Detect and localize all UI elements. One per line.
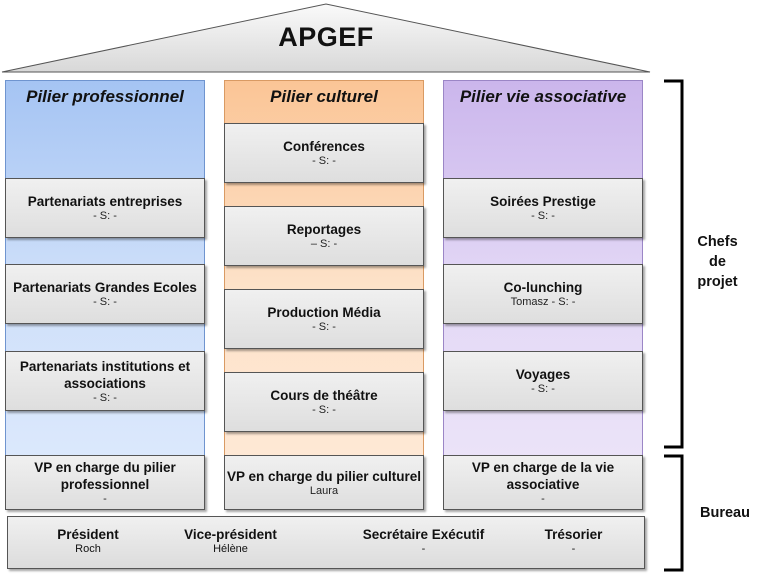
- officer-name: -: [571, 543, 576, 555]
- officer-secretaire: Secrétaire Exécutif -: [346, 526, 501, 556]
- project-box: Reportages – S: -: [224, 206, 424, 266]
- project-sub: Tomasz - S: -: [510, 296, 576, 308]
- officer-president: Président Roch: [38, 526, 138, 556]
- vp-name: -: [541, 493, 545, 505]
- officer-vice-president: Vice-président Hélène: [168, 526, 293, 556]
- project-sub: – S: -: [310, 238, 338, 250]
- project-label: Voyages: [515, 367, 571, 382]
- project-box: Partenariats institutions et association…: [5, 351, 205, 411]
- project-box: Voyages - S: -: [443, 351, 643, 411]
- project-label: Reportages: [286, 222, 362, 237]
- vp-name: Laura: [309, 484, 339, 497]
- project-label: Production Média: [267, 305, 381, 320]
- pillar-title: Pilier vie associative: [459, 87, 627, 106]
- officer-role: Vice-président: [184, 527, 277, 542]
- project-sub: - S: -: [531, 210, 555, 222]
- officer-name: -: [421, 543, 426, 555]
- vp-box: VP en charge de la vie associative -: [443, 455, 643, 510]
- bureau-bar: Président Roch Vice-président Hélène Sec…: [7, 516, 645, 569]
- org-title: APGEF: [278, 22, 374, 52]
- project-box: Co-lunching Tomasz - S: -: [443, 264, 643, 324]
- project-sub: - S: -: [93, 210, 117, 222]
- roof-triangle: [1, 3, 651, 73]
- project-sub: - S: -: [312, 404, 336, 416]
- vp-label: VP en charge du pilier culturel: [226, 468, 422, 484]
- project-box: Conférences - S: -: [224, 123, 424, 183]
- pillar-title: Pilier professionnel: [26, 87, 184, 106]
- project-sub: - S: -: [531, 383, 555, 395]
- project-box: Partenariats Grandes Ecoles - S: -: [5, 264, 205, 324]
- officer-name: Hélène: [213, 543, 248, 555]
- vp-box: VP en charge du pilier professionnel -: [5, 455, 205, 510]
- vp-name: -: [103, 493, 107, 505]
- project-label: Partenariats institutions et association…: [19, 358, 191, 391]
- project-sub: - S: -: [312, 321, 336, 333]
- project-box: Production Média - S: -: [224, 289, 424, 349]
- pillar-title: Pilier culturel: [270, 87, 378, 106]
- project-sub: - S: -: [93, 296, 117, 308]
- project-label: Partenariats Grandes Ecoles: [13, 280, 197, 295]
- vp-label: VP en charge du pilier professionnel: [34, 460, 176, 492]
- vp-box: VP en charge du pilier culturel Laura: [224, 455, 424, 510]
- vp-label: VP en charge de la vie associative: [471, 460, 615, 492]
- project-box: Soirées Prestige - S: -: [443, 178, 643, 238]
- project-label: Conférences: [283, 139, 365, 154]
- bureau-label: Bureau: [700, 505, 750, 521]
- officer-role: Trésorier: [544, 527, 603, 542]
- officer-role: Secrétaire Exécutif: [362, 527, 485, 542]
- project-box: Cours de théâtre - S: -: [224, 372, 424, 432]
- project-sub: - S: -: [312, 155, 336, 167]
- officer-tresorier: Trésorier -: [526, 526, 621, 556]
- project-sub: - S: -: [93, 391, 117, 404]
- chefs-de-projet-label: Chefs de projet: [697, 234, 738, 290]
- project-label: Co-lunching: [503, 280, 583, 295]
- project-label: Cours de théâtre: [270, 388, 378, 403]
- project-box: Partenariats entreprises - S: -: [5, 178, 205, 238]
- officer-name: Roch: [75, 543, 101, 555]
- officer-role: Président: [57, 527, 119, 542]
- project-label: Soirées Prestige: [490, 194, 596, 209]
- project-label: Partenariats entreprises: [27, 194, 183, 209]
